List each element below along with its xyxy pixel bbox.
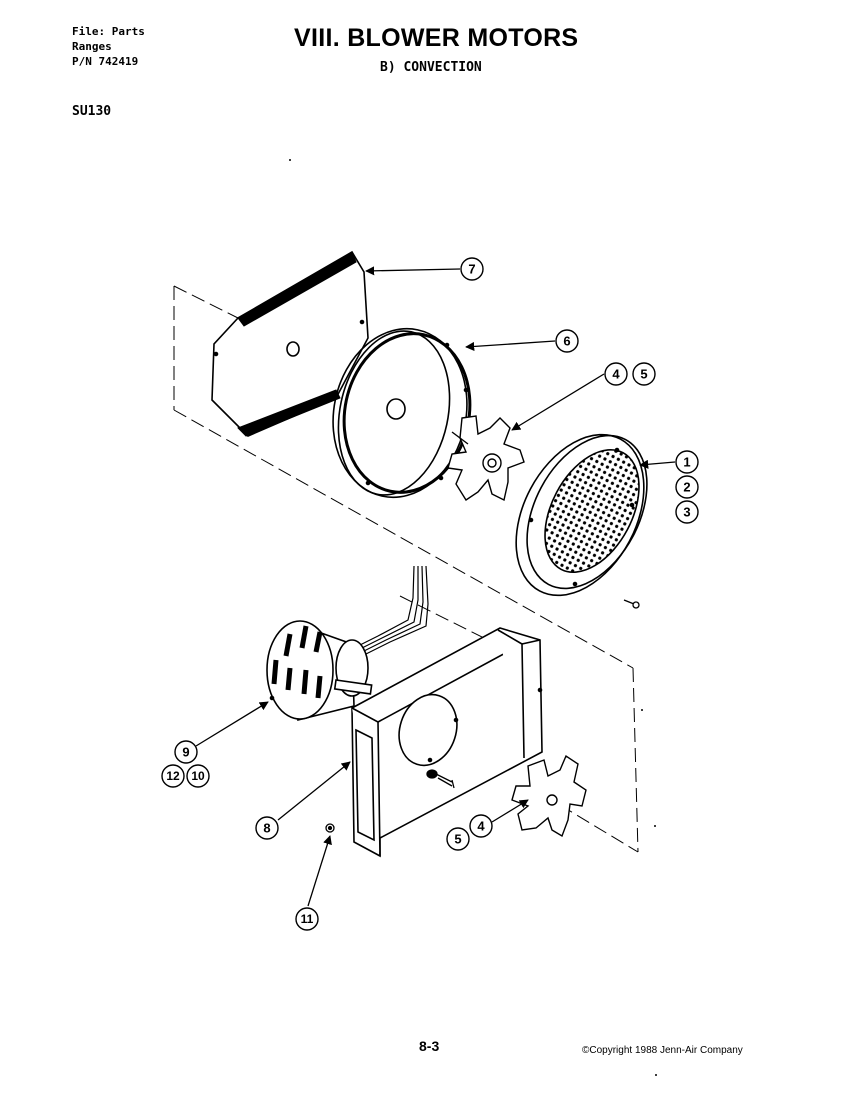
motor-wires <box>353 565 429 655</box>
lower-fan-blade <box>511 754 587 838</box>
callout-label: 5 <box>454 832 461 847</box>
page-number: 8-3 <box>419 1038 440 1054</box>
callout-1: 1 <box>675 450 699 474</box>
callout-9: 9 <box>174 740 198 764</box>
callout-label: 11 <box>301 912 314 926</box>
file-info-line: Ranges <box>72 40 112 53</box>
motor-bracket <box>351 627 543 858</box>
model-number: SU130 <box>72 104 112 119</box>
callout-balloons: 7 6 4 5 1 2 3 <box>161 257 699 931</box>
callout-10: 10 <box>186 764 210 788</box>
callout-12: 12 <box>161 764 185 788</box>
callout-label: 4 <box>612 367 620 382</box>
callout-7: 7 <box>460 257 484 281</box>
file-info: File: Parts Ranges P/N 742419 <box>72 24 145 69</box>
callout-label: 5 <box>640 367 647 382</box>
baffle-plate <box>211 250 369 437</box>
callout-11: 11 <box>295 907 319 931</box>
callout-4: 4 <box>604 362 628 386</box>
callout-label: 3 <box>683 505 690 520</box>
callout-label: 2 <box>683 480 690 495</box>
grille-screw <box>623 599 640 609</box>
callout-label: 12 <box>166 769 180 783</box>
callout-label: 10 <box>191 769 205 783</box>
callout-label: 1 <box>683 455 690 470</box>
callout-2: 2 <box>675 475 699 499</box>
callout-label: 8 <box>263 821 270 836</box>
callout-label: 9 <box>182 745 189 760</box>
callout-label: 6 <box>563 334 570 349</box>
callout-6: 6 <box>555 329 579 353</box>
file-info-line: File: Parts <box>72 25 145 38</box>
page-subtitle: B) CONVECTION <box>380 60 482 75</box>
callout-5-lower: 5 <box>446 827 470 851</box>
callout-4-lower: 4 <box>469 814 493 838</box>
upper-fan-blade <box>447 415 525 502</box>
assembly-guide-lines <box>173 285 639 853</box>
copyright-notice: ©Copyright 1988 Jenn-Air Company <box>582 1045 743 1056</box>
page-title: VIII. BLOWER MOTORS <box>294 24 579 52</box>
callout-label: 4 <box>477 819 485 834</box>
grille-panel <box>515 433 648 597</box>
bracket-bolt <box>426 769 455 789</box>
callout-5: 5 <box>632 362 656 386</box>
callout-label: 7 <box>468 262 475 277</box>
file-info-line: P/N 742419 <box>72 55 139 68</box>
leader-lines <box>195 266 676 907</box>
nut <box>325 823 335 833</box>
scan-specks <box>289 159 657 1076</box>
callout-8: 8 <box>255 816 279 840</box>
blower-motor <box>266 620 373 722</box>
callout-3: 3 <box>675 500 699 524</box>
